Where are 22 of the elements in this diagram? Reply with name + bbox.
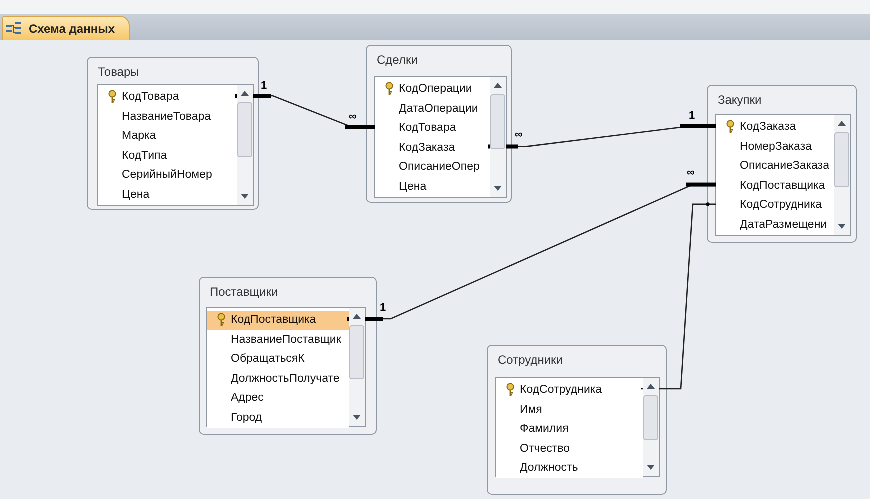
document-tab: Схема данных bbox=[2, 16, 130, 40]
table-window bbox=[87, 57, 259, 210]
cardinality-mark: 1 bbox=[689, 110, 696, 122]
cardinality-mark: ∞ bbox=[687, 167, 695, 179]
relationship-line bbox=[488, 124, 716, 149]
table-window bbox=[366, 45, 512, 203]
table-title: Поставщики bbox=[210, 285, 278, 299]
table-window bbox=[707, 85, 857, 243]
cardinality-mark: 1 bbox=[380, 302, 386, 314]
field-name: КодПоставщика bbox=[207, 311, 349, 330]
table-window bbox=[487, 345, 667, 495]
table-title: Закупки bbox=[718, 93, 762, 107]
table-window bbox=[199, 277, 377, 435]
table-title: Товары bbox=[98, 65, 140, 79]
cardinality-mark: 1 bbox=[261, 80, 268, 92]
relationship-line bbox=[235, 94, 375, 130]
relationship-line bbox=[641, 202, 716, 391]
table-title: Сделки bbox=[377, 53, 418, 67]
cardinality-mark: ∞ bbox=[515, 129, 523, 141]
relationship-line bbox=[347, 182, 716, 321]
cardinality-mark: ∞ bbox=[349, 111, 357, 123]
table-title: Сотрудники bbox=[498, 353, 563, 367]
